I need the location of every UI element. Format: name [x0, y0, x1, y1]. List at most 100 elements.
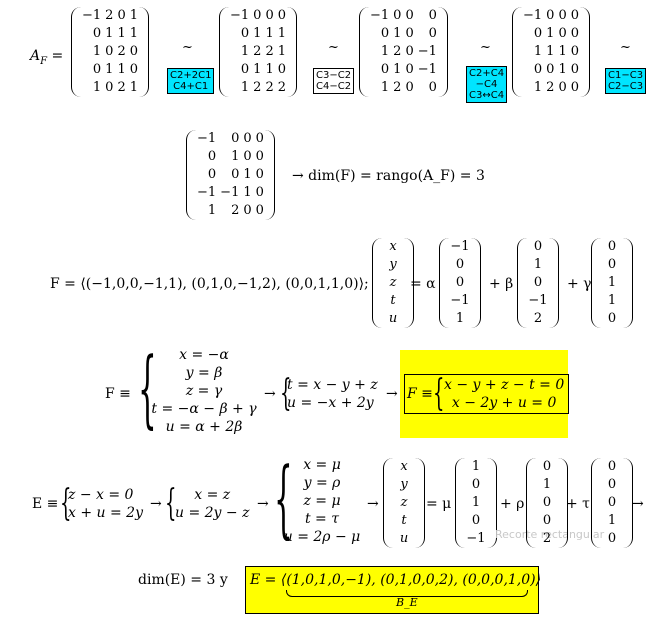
matrix-cell: −1 — [197, 131, 217, 146]
equation-line: z = γ — [185, 383, 223, 399]
matrix-cell: 0 — [105, 80, 114, 95]
matrix-cell: 1 — [117, 62, 126, 77]
vector-cell: 1 — [455, 311, 465, 326]
tilde-1: ~ — [182, 40, 193, 55]
arrow-1: → — [264, 386, 276, 402]
equation-line: y = ρ — [303, 475, 341, 491]
matrix-cell: 0 — [558, 80, 567, 95]
vector-cell: 0 — [471, 477, 481, 492]
brace-e-eqs: { — [60, 483, 72, 524]
brace-param-f: { — [138, 339, 157, 437]
vector-cell: 2 — [542, 531, 552, 546]
matrix-cell: 0 — [428, 8, 437, 23]
equation-line: t = x − y + z — [287, 377, 378, 393]
af-label: AF = — [30, 48, 64, 67]
matrix-cell: 1 — [207, 203, 217, 218]
variable-cell: t — [390, 293, 396, 308]
matrix-cell: 2 — [105, 8, 114, 23]
matrix-cell: 0 — [255, 149, 264, 164]
variable-cell: u — [388, 311, 398, 326]
vector-cell: 1 — [471, 495, 481, 510]
column-op-line: C2+2C1 — [170, 70, 212, 81]
arrow-5: → — [367, 496, 379, 512]
matrix-cell: −1 — [523, 8, 543, 23]
matrix-cell: 0 — [405, 8, 414, 23]
column-op-line: −C4 — [475, 79, 498, 90]
matrix-cell: 0 — [570, 44, 580, 59]
matrix-cell: 0 — [129, 44, 139, 59]
matrix-cell: −1 — [197, 185, 217, 200]
matrix-cell: 1 — [253, 62, 262, 77]
matrix-cell: 0 — [207, 149, 217, 164]
matrix-cell: 0 — [546, 8, 555, 23]
f-result-label: F ≡ — [407, 386, 433, 402]
variable-cell: u — [399, 531, 409, 546]
matrix-cell: −1 — [370, 8, 390, 23]
variable-cell: x — [389, 239, 397, 254]
matrix-cell: 0 — [570, 62, 580, 77]
matrix-cell: 0 — [240, 62, 250, 77]
plus-gamma: + γ — [567, 276, 592, 292]
equation-line: u = 2y − z — [175, 505, 250, 521]
matrix-cell: 1 — [105, 62, 114, 77]
vector-cell: −1 — [528, 293, 548, 308]
matrix-cell: 1 — [277, 26, 287, 41]
matrix-cell: 1 — [117, 26, 126, 41]
matrix-cell: 0 — [231, 131, 240, 146]
matrix-cell: 0 — [405, 26, 414, 41]
matrix-cell: 2 — [253, 80, 262, 95]
matrix-cell: 1 — [129, 80, 139, 95]
brace-mid-f: { — [280, 373, 292, 414]
column-op-line: C2−C3 — [608, 81, 644, 92]
matrix-cell: 1 — [546, 44, 555, 59]
matrix-cell: 2 — [117, 80, 126, 95]
matrix-cell: 0 — [380, 62, 390, 77]
matrix-cell: 2 — [231, 203, 240, 218]
matrix-cell: −1 — [230, 8, 250, 23]
matrix-cell: 1 — [533, 44, 543, 59]
matrix-cell: 2 — [393, 80, 402, 95]
matrix-cell: 1 — [92, 44, 102, 59]
vector-cell: 0 — [542, 513, 552, 528]
vector-cell: 0 — [607, 495, 617, 510]
matrix-cell: 1 — [253, 26, 262, 41]
matrix-cell: 0 — [405, 62, 414, 77]
eq-alpha: = α — [410, 276, 436, 292]
matrix-cell: 0 — [570, 80, 580, 95]
equation-line: t = τ — [304, 511, 339, 527]
matrix-cell: 2 — [117, 44, 126, 59]
equation-line: z = μ — [303, 493, 341, 509]
basis-highlight — [245, 566, 539, 614]
vector-cell: 0 — [533, 275, 543, 290]
plus-beta: + β — [489, 276, 514, 292]
matrix-cell: 0 — [393, 8, 402, 23]
matrix-cell: 1 — [533, 80, 543, 95]
matrix-cell: 1 — [380, 44, 390, 59]
matrix-cell: 0 — [265, 8, 274, 23]
equation-line: x − y + z − t = 0 — [444, 377, 565, 393]
matrix-cell: 1 — [240, 44, 250, 59]
vector-cell: 1 — [607, 275, 617, 290]
matrix-cell: 2 — [546, 80, 555, 95]
vector-cell: 1 — [533, 257, 543, 272]
f-equiv-label: F ≡ — [105, 386, 131, 402]
matrix-cell: 1 — [243, 185, 252, 200]
brace-f-result: { — [433, 373, 445, 414]
matrix-cell: −1 — [417, 44, 437, 59]
matrix-cell: 1 — [231, 149, 240, 164]
vector-cell: 1 — [471, 459, 481, 474]
vector-cell: 0 — [455, 257, 465, 272]
watermark-text: Recorte rectangular — [495, 528, 605, 541]
equation-line: x + u = 2y — [68, 505, 143, 521]
arrow-2: → — [386, 386, 398, 402]
